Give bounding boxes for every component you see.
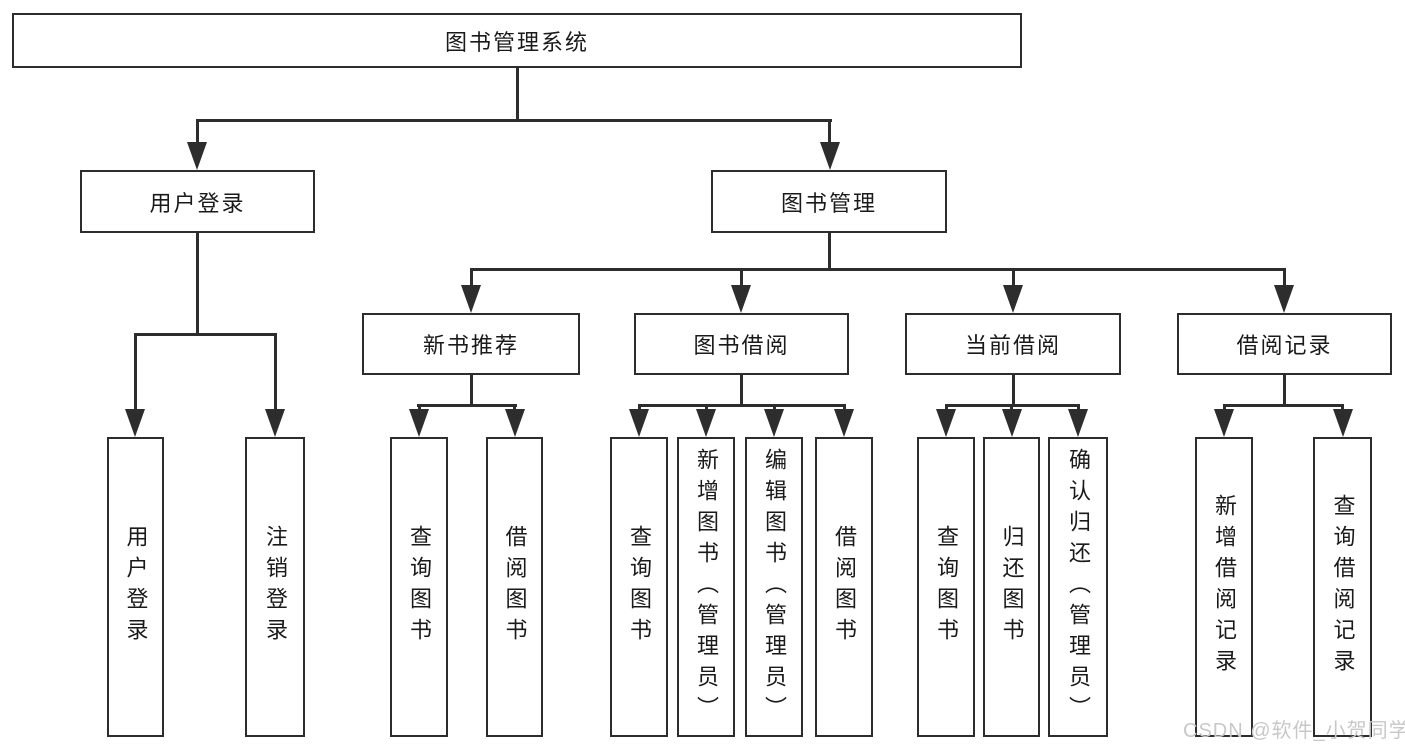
node-leaf-query-books-recommend: 查询图书	[390, 437, 448, 737]
arrowhead-down-icon	[125, 409, 145, 437]
node-leaf-user-login: 用户登录	[107, 437, 164, 737]
node-label: 用户登录	[149, 190, 246, 216]
arrowhead-down-icon	[731, 285, 751, 313]
connector-line	[195, 119, 199, 149]
connector-line	[1282, 268, 1286, 288]
node-label: 借阅图书	[502, 525, 528, 649]
arrowhead-down-icon	[409, 409, 429, 437]
node-leaf-add-borrow-record: 新增借阅记录	[1195, 437, 1253, 737]
node-label: 归还图书	[999, 525, 1025, 649]
node-label: 查询图书	[627, 525, 652, 649]
node-label: 查询图书	[934, 525, 959, 649]
node-label: 查询图书	[407, 525, 432, 649]
csdn-watermark: CSDN @软件_小贺同学	[1183, 720, 1405, 742]
connector-line	[133, 333, 137, 415]
node-leaf-logout: 注销登录	[245, 437, 305, 737]
arrowhead-down-icon	[1068, 409, 1088, 437]
connector-line	[739, 375, 743, 406]
arrowhead-down-icon	[187, 142, 207, 170]
node-label: 新书推荐	[422, 333, 519, 358]
node-user-login: 用户登录	[80, 170, 315, 233]
arrowhead-down-icon	[1003, 285, 1023, 313]
arrowhead-down-icon	[265, 409, 285, 437]
node-current-borrowing: 当前借阅	[905, 313, 1121, 375]
node-new-book-recommendation: 新书推荐	[362, 313, 580, 375]
node-label: 借阅图书	[832, 525, 857, 649]
connector-line	[828, 119, 831, 149]
connector-line	[469, 268, 473, 288]
connector-line	[828, 233, 831, 271]
connector-line	[416, 404, 517, 407]
node-leaf-query-books-borrowing: 查询图书	[610, 437, 668, 737]
arrowhead-down-icon	[1274, 285, 1294, 313]
arrowhead-down-icon	[819, 142, 840, 170]
node-label: 确认归还（管理员）	[1066, 447, 1091, 727]
node-leaf-query-borrow-record: 查询借阅记录	[1313, 437, 1372, 737]
node-label: 当前借阅	[964, 333, 1061, 358]
connector-line	[1222, 404, 1344, 407]
node-label: 图书借阅	[693, 333, 790, 358]
connector-line	[133, 333, 277, 336]
arrowhead-down-icon	[764, 409, 784, 437]
node-book-borrowing: 图书借阅	[634, 313, 849, 375]
node-book-management: 图书管理	[711, 170, 947, 233]
connector-line	[1011, 268, 1015, 288]
arrowhead-down-icon	[504, 409, 525, 437]
node-label: 编辑图书（管理员）	[762, 447, 787, 727]
arrowhead-down-icon	[834, 409, 854, 437]
node-label: 图书管理	[780, 190, 877, 216]
node-leaf-query-books-current: 查询图书	[917, 437, 975, 737]
node-label: 图书管理系统	[444, 29, 589, 55]
node-borrowing-records: 借阅记录	[1177, 313, 1392, 375]
connector-line	[273, 333, 277, 415]
connector-line	[469, 268, 1286, 271]
arrowhead-down-icon	[1214, 409, 1234, 437]
connector-line	[739, 268, 743, 288]
node-leaf-borrow-books-borrowing: 借阅图书	[815, 437, 873, 737]
node-label: 新增图书（管理员）	[694, 447, 719, 727]
node-leaf-add-books-admin: 新增图书（管理员）	[677, 437, 735, 737]
connector-line	[515, 68, 519, 120]
connector-line	[1282, 375, 1286, 406]
connector-line	[195, 233, 199, 335]
node-label: 查询借阅记录	[1330, 494, 1356, 680]
node-label: 用户登录	[123, 525, 149, 649]
node-leaf-borrow-books-recommend: 借阅图书	[486, 437, 543, 737]
connector-line	[1011, 375, 1015, 406]
arrowhead-down-icon	[629, 409, 649, 437]
connector-line	[637, 404, 845, 407]
node-label: 新增借阅记录	[1212, 494, 1237, 680]
node-label: 注销登录	[263, 525, 288, 649]
node-library-management-system: 图书管理系统	[12, 13, 1022, 68]
arrowhead-down-icon	[936, 409, 956, 437]
connector-line	[195, 119, 832, 122]
node-leaf-confirm-return-admin: 确认归还（管理员）	[1048, 437, 1108, 737]
arrowhead-down-icon	[461, 285, 481, 313]
arrowhead-down-icon	[696, 409, 716, 437]
arrowhead-down-icon	[1332, 409, 1353, 437]
arrowhead-down-icon	[1001, 409, 1022, 437]
node-leaf-edit-books-admin: 编辑图书（管理员）	[745, 437, 803, 737]
node-label: 借阅记录	[1236, 333, 1333, 358]
connector-line	[469, 375, 473, 406]
node-leaf-return-books: 归还图书	[983, 437, 1040, 737]
